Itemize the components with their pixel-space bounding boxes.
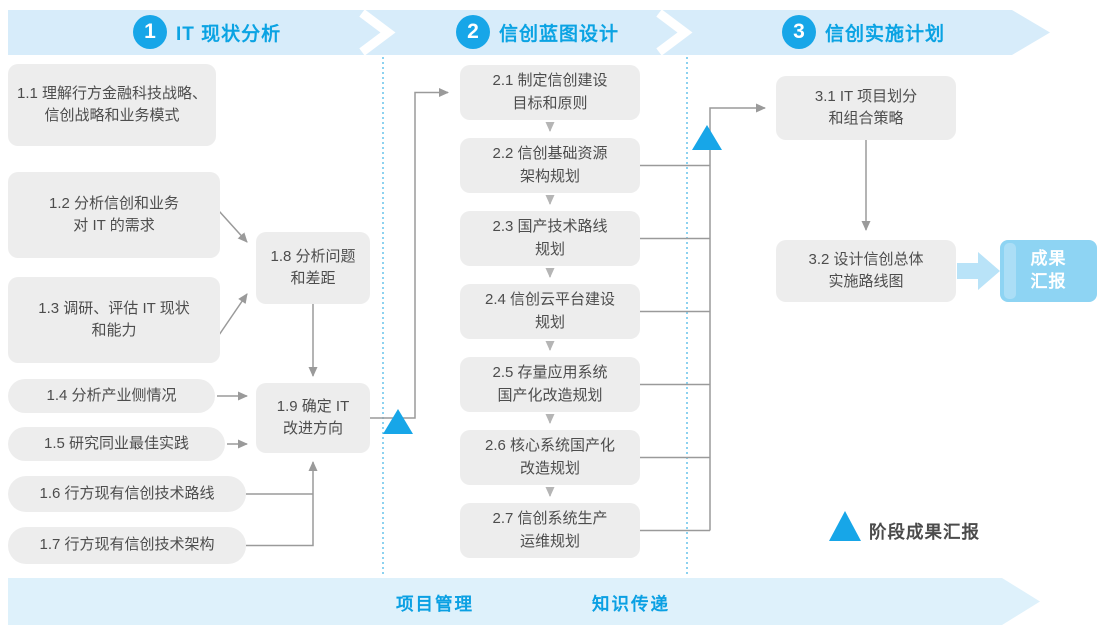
phase-1-number-badge: 1 — [133, 15, 167, 49]
bottom-banner-label-knowledge-transfer: 知识传递 — [592, 594, 670, 614]
phase-separator-chevron-1 — [359, 9, 396, 56]
legend-triangle-icon — [829, 511, 861, 541]
box-2-4: 2.4 信创云平台建设 规划 — [460, 284, 640, 339]
box-2-3: 2.3 国产技术路线 规划 — [460, 211, 640, 266]
phase-3-header: 3 信创实施计划 — [782, 14, 945, 50]
phase-1-title: IT 现状分析 — [176, 23, 282, 45]
phase-3-number-badge: 3 — [782, 15, 816, 49]
phase-2-header: 2 信创蓝图设计 — [456, 14, 619, 50]
result-arrow-icon — [957, 252, 1000, 290]
box-1-1: 1.1 理解行方金融科技战略、 信创战略和业务模式 — [8, 64, 216, 146]
result-box-label: 成果 汇报 — [1030, 249, 1067, 291]
box-1-5: 1.5 研究同业最佳实践 — [8, 427, 225, 461]
box-2-2: 2.2 信创基础资源 架构规划 — [460, 138, 640, 193]
phase-1-header: 1 IT 现状分析 — [133, 14, 281, 50]
box-2-7: 2.7 信创系统生产 运维规划 — [460, 503, 640, 558]
box-1-9: 1.9 确定 IT 改进方向 — [256, 383, 370, 453]
result-box-accent-strip — [1004, 243, 1016, 299]
box-1-2: 1.2 分析信创和业务 对 IT 的需求 — [8, 172, 220, 258]
connector-lines — [217, 88, 871, 547]
box-2-6: 2.6 核心系统国产化 改造规划 — [460, 430, 640, 485]
box-1-7: 1.7 行方现有信创技术架构 — [8, 527, 246, 564]
bottom-banner-label-project-management: 项目管理 — [396, 594, 474, 614]
phase-divider-dotted-lines — [382, 57, 688, 576]
box-1-8: 1.8 分析问题 和差距 — [256, 232, 370, 304]
box-2-5: 2.5 存量应用系统 国产化改造规划 — [460, 357, 640, 412]
box-1-4: 1.4 分析产业侧情况 — [8, 379, 215, 413]
milestone-triangle-phase1 — [383, 409, 413, 434]
milestone-triangle-phase2 — [692, 125, 722, 150]
legend-label: 阶段成果汇报 — [869, 522, 980, 542]
box-3-2: 3.2 设计信创总体 实施路线图 — [776, 240, 956, 302]
box-3-1: 3.1 IT 项目划分 和组合策略 — [776, 76, 956, 140]
box-1-6: 1.6 行方现有信创技术路线 — [8, 476, 246, 512]
phase-2-title: 信创蓝图设计 — [499, 23, 620, 45]
box-2-1: 2.1 制定信创建设 目标和原则 — [460, 65, 640, 120]
phase-2-number-badge: 2 — [456, 15, 490, 49]
phase-separator-chevron-2 — [656, 9, 693, 56]
box-1-3: 1.3 调研、评估 IT 现状 和能力 — [8, 277, 220, 363]
bottom-banner — [8, 578, 1040, 625]
result-box: 成果 汇报 — [1000, 240, 1097, 302]
phase-3-title: 信创实施计划 — [825, 23, 946, 45]
